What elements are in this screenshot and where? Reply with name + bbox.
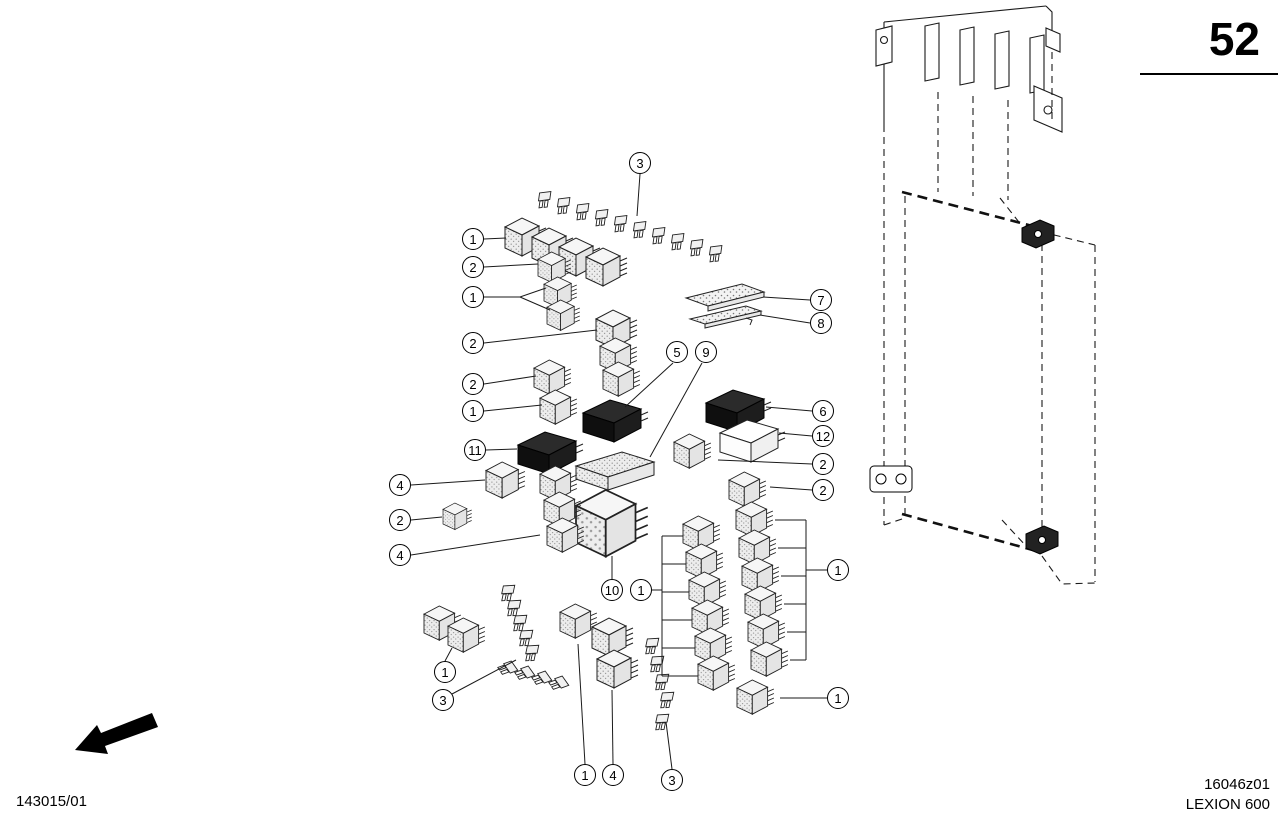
part-callout: 2 xyxy=(462,373,484,395)
part-callout: 1 xyxy=(630,579,652,601)
part-callout: 1 xyxy=(462,286,484,308)
mounting-panel xyxy=(869,5,1096,585)
footer-doc-code: 143015/01 xyxy=(16,793,87,810)
part-callout: 4 xyxy=(389,474,411,496)
part-callout: 1 xyxy=(434,661,456,683)
footer-image-code: 16046z01 xyxy=(1204,776,1270,793)
page-number-rule xyxy=(1140,73,1278,75)
part-callout: 4 xyxy=(389,544,411,566)
large-relay xyxy=(575,489,649,558)
relay-stack-right xyxy=(735,501,789,677)
part-callout: 7 xyxy=(810,289,832,311)
part-callout: 2 xyxy=(812,453,834,475)
part-callout: 3 xyxy=(629,152,651,174)
relay-cluster-top xyxy=(504,217,655,491)
footer-model-name: LEXION 600 xyxy=(1185,796,1270,814)
part-callout: 1 xyxy=(462,400,484,422)
part-callout: 6 xyxy=(812,400,834,422)
part-callout: 2 xyxy=(462,332,484,354)
direction-arrow-icon xyxy=(75,713,158,754)
fuse-strip-bottom-left xyxy=(496,582,570,692)
relay-stack-center xyxy=(682,515,736,691)
part-callout: 9 xyxy=(695,341,717,363)
part-callout: 1 xyxy=(827,687,849,709)
part-callout: 2 xyxy=(812,479,834,501)
part-callout: 1 xyxy=(462,228,484,250)
footer-right-block: 16046z01 LEXION 600 xyxy=(1186,775,1270,816)
part-callout: 1 xyxy=(574,764,596,786)
part-callout: 12 xyxy=(812,425,834,447)
leader-lines xyxy=(410,173,827,770)
fuse-strip-bottom-center xyxy=(643,635,675,733)
part-callout: 3 xyxy=(661,769,683,791)
part-callout: 8 xyxy=(810,312,832,334)
part-callout: 2 xyxy=(462,256,484,278)
part-callout: 10 xyxy=(601,579,623,601)
connector-plates xyxy=(684,283,766,329)
part-callout: 4 xyxy=(602,764,624,786)
part-callout: 5 xyxy=(666,341,688,363)
part-callout: 3 xyxy=(432,689,454,711)
part-callout: 1 xyxy=(827,559,849,581)
page-number: 52 xyxy=(1208,13,1260,65)
part-callout: 2 xyxy=(389,509,411,531)
part-callout: 11 xyxy=(464,439,486,461)
